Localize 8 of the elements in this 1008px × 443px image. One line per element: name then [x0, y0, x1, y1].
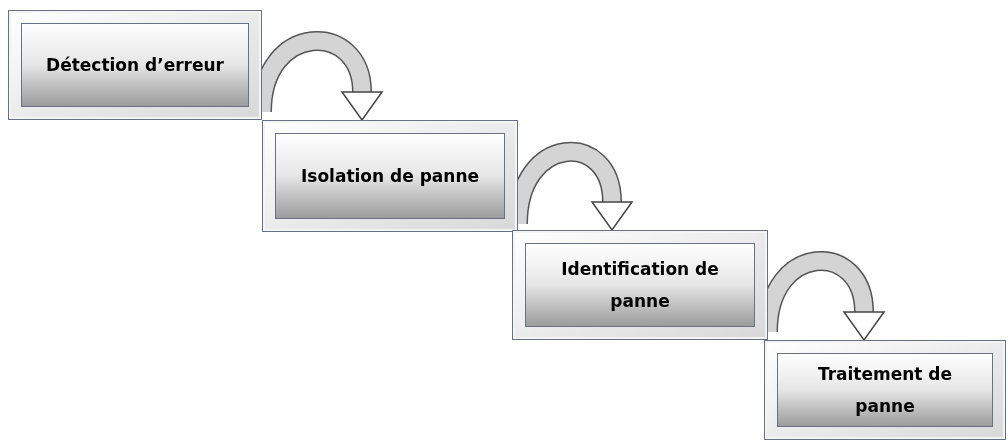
process-box [512, 230, 768, 340]
process-box [8, 10, 262, 120]
process-box [764, 340, 1006, 440]
box-label: Identification de panne [560, 257, 720, 313]
box-label: Détection d’erreur [46, 53, 224, 77]
process-box [262, 120, 518, 232]
box-label: Traitement de panne [816, 362, 954, 418]
box-label: Isolation de panne [300, 164, 480, 188]
